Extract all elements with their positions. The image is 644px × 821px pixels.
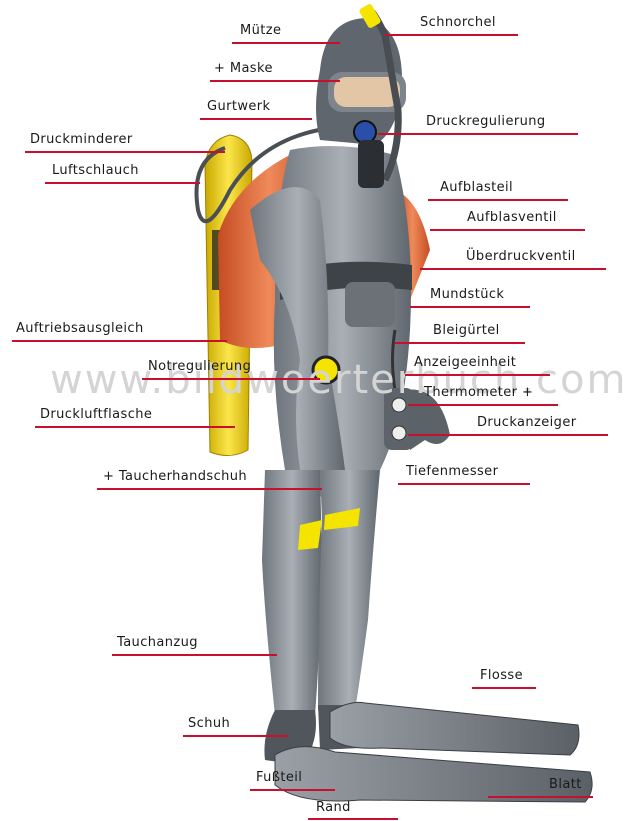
label-schnorchel: Schnorchel <box>420 15 496 30</box>
leader-tiefenmesser <box>398 483 530 485</box>
leader-gurtwerk <box>200 118 312 120</box>
label-auftriebsausgleich: Auftriebsausgleich <box>16 321 144 336</box>
fin-front <box>330 702 579 755</box>
depth-gauge-dial <box>392 426 406 440</box>
leg-front <box>318 470 380 710</box>
leader-muetze <box>232 42 340 44</box>
leader-fussteil <box>250 789 335 791</box>
label-notregulierung: Notregulierung <box>148 359 251 374</box>
label-flosse: Flosse <box>480 668 523 683</box>
label-muetze: Mütze <box>240 23 281 38</box>
leader-druckanzeiger <box>408 434 608 436</box>
leader-aufblasventil <box>430 229 585 231</box>
label-rand: Rand <box>316 800 351 815</box>
label-luftschlauch: Luftschlauch <box>52 163 139 178</box>
leader-druckluftflasche <box>35 426 235 428</box>
weight-belt-pocket <box>345 282 395 327</box>
leader-rand <box>308 818 398 820</box>
label-druckminderer: Druckminderer <box>30 132 133 147</box>
label-maske: + Maske <box>214 61 273 76</box>
label-aufblasventil: Aufblasventil <box>467 210 557 225</box>
leader-aufblasteil <box>428 199 568 201</box>
leader-flosse <box>472 687 536 689</box>
leader-luftschlauch <box>45 182 200 184</box>
label-druckluftflasche: Druckluftflasche <box>40 407 152 422</box>
leader-anzeigeeinheit <box>405 374 550 376</box>
leader-schuh <box>183 735 288 737</box>
label-blatt: Blatt <box>549 777 582 792</box>
leader-druckminderer <box>25 151 225 153</box>
label-druckregulierung: Druckregulierung <box>426 114 546 129</box>
leader-ueberdruckventil <box>420 268 606 270</box>
label-anzeigeeinheit: Anzeigeeinheit <box>414 355 516 370</box>
leader-blatt <box>488 796 593 798</box>
watermark: www.bildwoerterbuch.com <box>50 357 627 403</box>
label-tiefenmesser: Tiefenmesser <box>406 464 498 479</box>
leader-tauchanzug <box>112 654 277 656</box>
leg-back <box>262 470 322 715</box>
leader-bleiguertel <box>395 342 525 344</box>
label-aufblasteil: Aufblasteil <box>440 180 513 195</box>
leader-mundstueck <box>410 306 530 308</box>
regulator-body <box>358 140 384 188</box>
label-druckanzeiger: Druckanzeiger <box>477 415 576 430</box>
leader-thermometer <box>408 404 558 406</box>
label-taucherhandschuh: + Taucherhandschuh <box>103 469 247 484</box>
leader-schnorchel <box>385 34 518 36</box>
label-ueberdruckventil: Überdruckventil <box>466 249 576 264</box>
label-mundstueck: Mundstück <box>430 287 504 302</box>
label-schuh: Schuh <box>188 716 230 731</box>
label-fussteil: Fußteil <box>256 770 302 785</box>
label-thermometer: Thermometer + <box>424 385 533 400</box>
regulator <box>354 121 376 143</box>
fin-back <box>275 747 592 802</box>
label-bleiguertel: Bleigürtel <box>433 323 500 338</box>
label-tauchanzug: Tauchanzug <box>117 635 198 650</box>
leader-druckregulierung <box>378 133 578 135</box>
leader-taucherhandschuh <box>97 488 322 490</box>
leader-maske <box>210 80 340 82</box>
leader-notregulierung <box>142 378 320 380</box>
leader-auftriebsausgleich <box>12 340 227 342</box>
label-gurtwerk: Gurtwerk <box>207 99 270 114</box>
